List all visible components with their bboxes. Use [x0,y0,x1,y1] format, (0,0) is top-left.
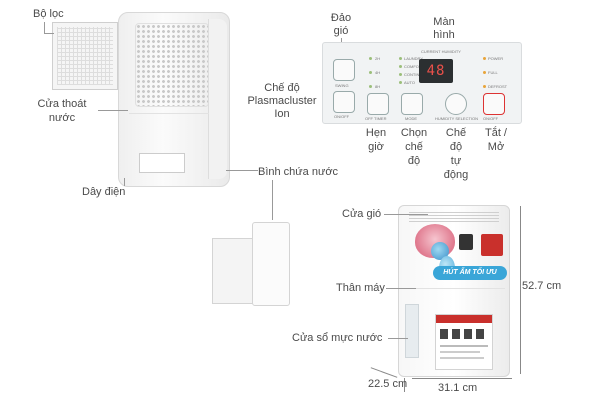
label-swing-1: Đảo [330,12,352,24]
filter-image [52,22,118,90]
label-mode-2: chế [405,141,423,153]
label-mode-1: Chọn [400,127,428,139]
power-button-icon [483,93,505,115]
plasmacluster-button-icon [333,91,355,113]
air-outlet-vent [409,212,499,222]
dimension-height: 52.7 cm [522,280,562,292]
label-air-vent: Cửa gió [342,208,382,220]
dimension-depth: 22.5 cm [368,378,408,390]
humidity-selection-button-icon [445,93,467,115]
dehumidifier-front-view: HÚT ẨM TỐI ƯU [398,205,510,377]
label-auto-2: độ [449,141,463,153]
off-timer-button-icon [367,93,389,115]
humidity-display: 48 [419,59,453,83]
label-water-tank: Bình chứa nước [258,166,339,178]
label-swing-2: gió [333,25,349,37]
water-level-window [405,304,419,358]
label-plasmacluster-3: Ion [274,108,290,120]
dimension-width: 31.1 cm [438,382,478,394]
info-card [435,314,493,370]
label-onoff-2: Mở [487,141,505,153]
label-mode-3: độ [407,155,421,167]
swing-button-icon [333,59,355,81]
label-plasmacluster-2: Plasmacluster [247,95,317,107]
label-timer-1: Hẹn [365,127,387,139]
rear-label-sticker [139,153,185,173]
label-auto-1: Chế [445,127,467,139]
front-banner: HÚT ẨM TỐI ƯU [433,266,507,280]
red-badge [481,234,503,256]
mode-button-icon [401,93,423,115]
width-dimension-line [412,378,512,379]
label-auto-4: động [443,169,469,181]
label-onoff-1: Tắt / [484,127,507,139]
plasmacluster-badge [459,234,473,250]
label-water-window: Cửa sổ mực nước [292,332,383,344]
label-plasmacluster-1: Chế độ [264,82,300,94]
label-display-1: Màn [433,16,455,28]
height-dimension-line [520,206,521,374]
rear-grille [135,23,209,107]
label-power-cord: Dây điện [82,186,126,198]
label-body: Thân máy [336,282,385,294]
control-panel-image: SWING ON/OFF 2H 4H 8H OFF TIMER LAUNDRY … [322,42,522,124]
label-drain-outlet-2: nước [48,112,76,124]
label-display-2: hình [433,29,455,41]
label-drain-outlet-1: Cửa thoát [37,98,87,110]
label-filter: Bộ lọc [33,8,64,20]
label-timer-2: giờ [368,141,384,153]
water-tank-image [208,222,290,306]
label-auto-3: tự [450,155,462,167]
dehumidifier-back-view [118,12,230,187]
